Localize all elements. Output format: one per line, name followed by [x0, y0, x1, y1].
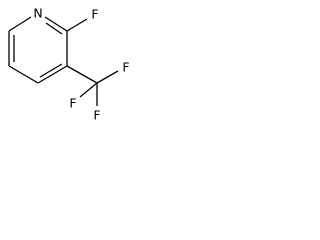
atom-ring-fluorine: F [91, 7, 98, 22]
bond-cf3-f-right [96, 70, 119, 84]
bond-c5-c4 [8, 65, 39, 84]
bond-c3-cf3 [66, 65, 98, 84]
atom-nitrogen: N [33, 6, 42, 21]
bond-c4-c3 [37, 65, 68, 84]
bond-cf3-f-lower-left [79, 82, 98, 98]
bond-c2-n [44, 16, 68, 32]
atom-cf3-fluorine-right: F [122, 60, 129, 75]
chemical-structure: N F F F F [8, 6, 130, 123]
atom-cf3-fluorine-lower-left: F [69, 96, 76, 111]
double-bond-c4-c3-inner [39, 63, 63, 78]
atom-cf3-fluorine-bottom: F [93, 108, 100, 123]
bond-n-c6 [8, 16, 32, 32]
double-bond-c2-n-inner [45, 22, 63, 35]
bond-c2-f [66, 18, 88, 32]
